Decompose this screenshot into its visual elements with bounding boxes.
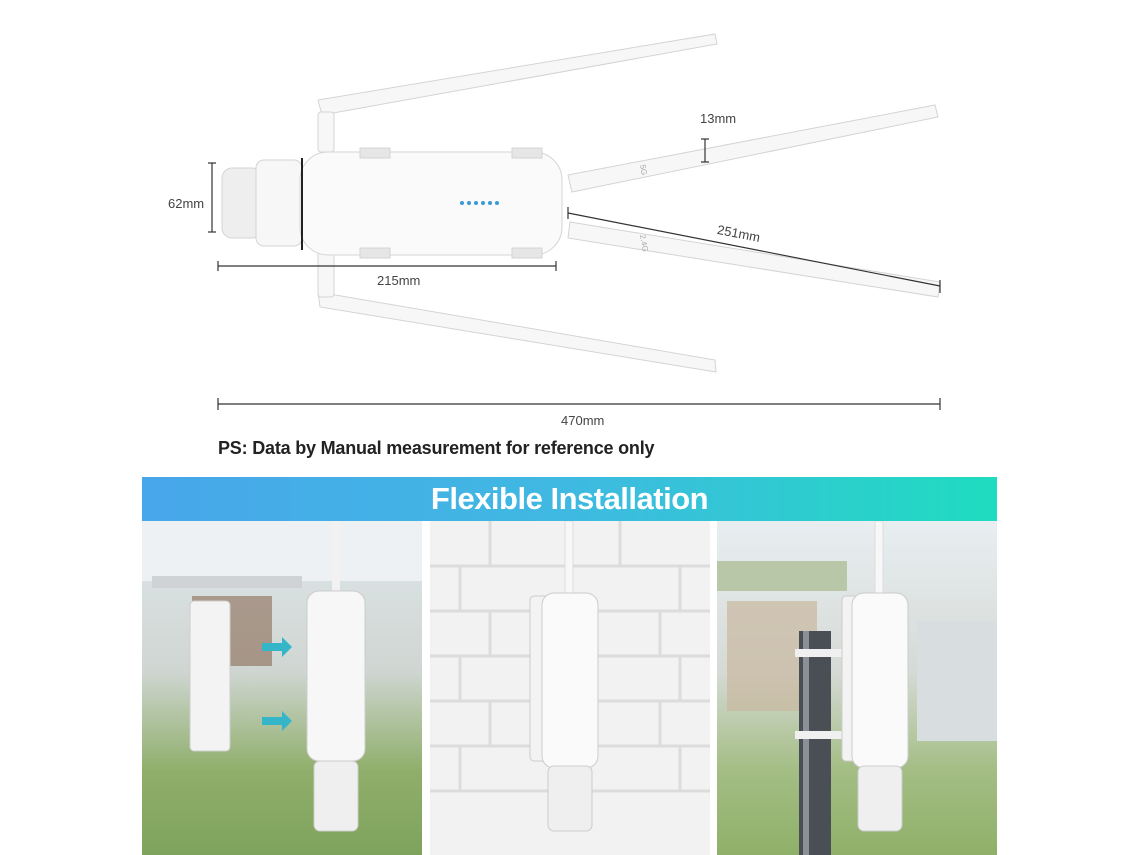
label-24g: 2.4G	[638, 234, 650, 253]
dim-height: 62mm	[168, 196, 205, 211]
antenna-5g	[567, 104, 939, 193]
router-unit	[306, 590, 366, 762]
photo-wall-mount	[430, 521, 710, 855]
dim-total-length: 470mm	[561, 413, 605, 428]
dim-body-length: 215mm	[377, 273, 421, 288]
arrow-icon	[262, 637, 292, 657]
photo-pole-mount	[717, 521, 997, 855]
status-leds	[460, 201, 499, 205]
router-unit	[851, 592, 909, 769]
arrow-icon	[262, 711, 292, 731]
antenna-bottom-left	[317, 291, 717, 373]
antenna-top-left	[317, 33, 718, 116]
product-diagram: 5G 2.4G	[208, 33, 941, 410]
measurement-note: PS: Data by Manual measurement for refer…	[218, 438, 655, 458]
dim-antenna-diameter: 13mm	[700, 111, 737, 126]
label-5g: 5G	[638, 164, 649, 176]
banner: Flexible Installation	[142, 477, 997, 521]
photo-bracket-mount	[142, 521, 422, 855]
mount-bracket	[189, 600, 231, 752]
router-unit	[541, 592, 599, 769]
banner-title: Flexible Installation	[430, 481, 709, 516]
